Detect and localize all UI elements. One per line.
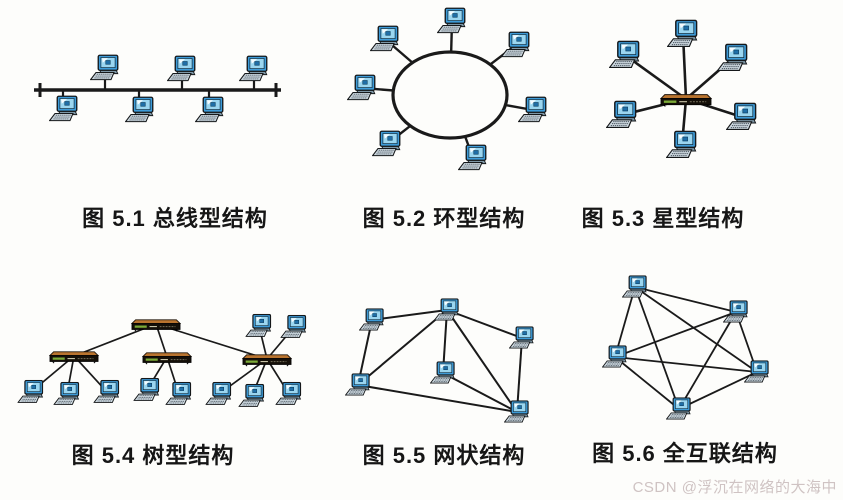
computer-icon bbox=[509, 326, 534, 349]
computer-icon bbox=[239, 55, 268, 82]
computer-icon bbox=[458, 144, 487, 171]
computer-icon bbox=[622, 275, 647, 298]
hub-switch-icon bbox=[49, 350, 99, 364]
link-line bbox=[371, 309, 448, 321]
figure-caption-tree: 图 5.4 树型结构 bbox=[71, 443, 235, 468]
link-line bbox=[678, 311, 737, 410]
ring-ellipse bbox=[391, 50, 509, 140]
link-line bbox=[442, 372, 518, 413]
link-line bbox=[678, 371, 758, 410]
link-line bbox=[357, 384, 518, 413]
computer-icon bbox=[666, 130, 697, 159]
computer-icon bbox=[245, 313, 272, 338]
computer-icon bbox=[133, 377, 160, 402]
computer-icon bbox=[430, 361, 455, 384]
figure-caption-star: 图 5.3 星型结构 bbox=[581, 206, 745, 231]
link-line bbox=[446, 309, 523, 339]
computer-icon bbox=[726, 102, 757, 131]
computer-icon bbox=[90, 54, 119, 81]
link-line bbox=[357, 309, 448, 386]
link-line bbox=[614, 356, 758, 373]
computer-icon bbox=[238, 383, 265, 408]
computer-icon bbox=[717, 43, 748, 72]
figure-caption-mesh: 图 5.5 网状结构 bbox=[362, 443, 526, 468]
computer-icon bbox=[165, 381, 192, 406]
link-line bbox=[634, 286, 737, 313]
figure-caption-fully-connected: 图 5.6 全互联结构 bbox=[592, 441, 778, 466]
computer-icon bbox=[195, 96, 224, 123]
computer-icon bbox=[667, 19, 698, 48]
link-line bbox=[624, 53, 687, 101]
figure-caption-bus: 图 5.1 总线型结构 bbox=[82, 206, 268, 231]
link-line bbox=[634, 286, 758, 373]
computer-icon bbox=[437, 7, 466, 34]
link-line bbox=[614, 311, 737, 358]
computer-icon bbox=[275, 381, 302, 406]
computer-icon bbox=[125, 96, 154, 123]
hub-switch-icon bbox=[131, 318, 181, 332]
computer-icon bbox=[49, 95, 78, 122]
link-line bbox=[634, 286, 680, 410]
csdn-watermark: CSDN @浮沉在网络的大海中 bbox=[632, 479, 837, 496]
computer-icon bbox=[167, 55, 196, 82]
link-line bbox=[614, 356, 680, 410]
computer-icon bbox=[359, 308, 384, 331]
computer-icon bbox=[372, 130, 401, 157]
hub-switch-icon bbox=[242, 353, 292, 367]
link-line bbox=[516, 337, 523, 413]
computer-icon bbox=[347, 74, 376, 101]
computer-icon bbox=[17, 379, 44, 404]
computer-icon bbox=[93, 379, 120, 404]
computer-icon bbox=[345, 373, 370, 396]
computer-icon bbox=[280, 314, 307, 339]
computer-icon bbox=[518, 96, 547, 123]
computer-icon bbox=[609, 40, 640, 69]
figure-caption-ring: 图 5.2 环型结构 bbox=[362, 206, 526, 231]
computer-icon bbox=[434, 298, 459, 321]
computer-icon bbox=[723, 300, 748, 323]
computer-icon bbox=[501, 31, 530, 58]
computer-icon bbox=[205, 381, 232, 406]
link-line bbox=[446, 309, 518, 413]
computer-icon bbox=[606, 100, 637, 129]
link-line bbox=[614, 286, 636, 358]
hub-switch-icon bbox=[142, 351, 192, 365]
computer-icon bbox=[53, 381, 80, 406]
hub-switch-icon bbox=[660, 93, 712, 107]
computer-icon bbox=[504, 400, 529, 423]
